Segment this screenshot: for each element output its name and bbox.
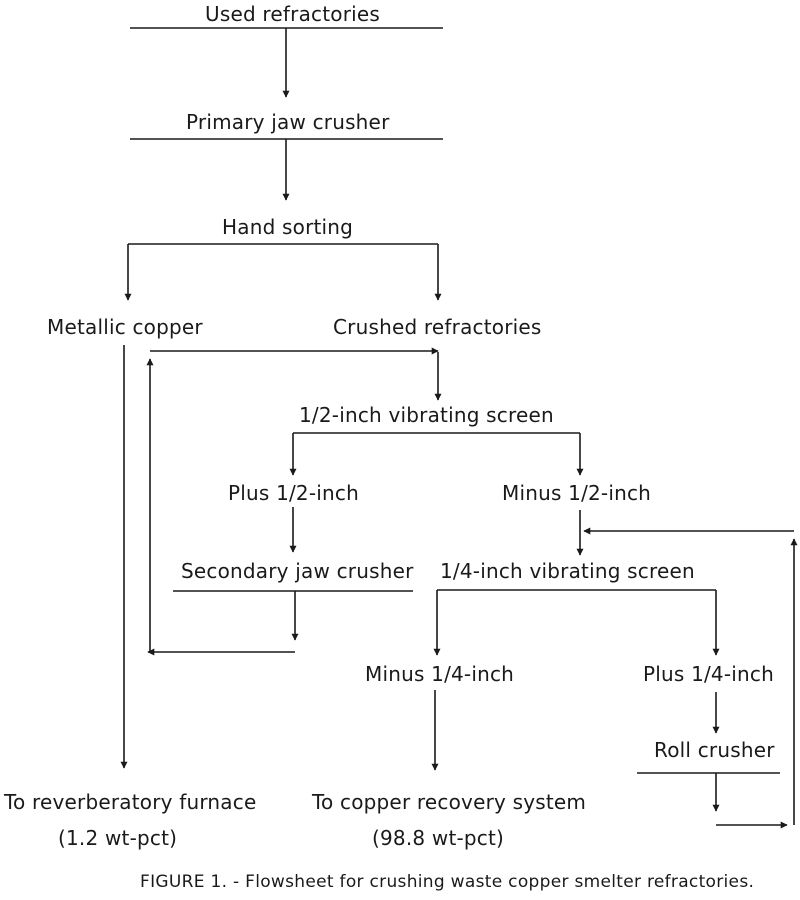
node-crushed-refractories: Crushed refractories (333, 315, 542, 339)
node-copper-recovery-pct: (98.8 wt-pct) (372, 826, 505, 850)
node-used-refractories: Used refractories (205, 2, 381, 26)
node-half-inch-screen: 1/2-inch vibrating screen (299, 403, 554, 427)
node-secondary-jaw-crusher: Secondary jaw crusher (181, 559, 414, 583)
node-minus-half-inch: Minus 1/2-inch (502, 481, 652, 505)
node-hand-sorting: Hand sorting (222, 215, 354, 239)
node-copper-recovery: To copper recovery system (312, 790, 587, 814)
node-minus-quarter-inch: Minus 1/4-inch (365, 662, 515, 686)
node-reverberatory-furnace: To reverberatory furnace (4, 790, 257, 814)
figure-caption: FIGURE 1. - Flowsheet for crushing waste… (140, 872, 755, 892)
node-roll-crusher: Roll crusher (654, 738, 775, 762)
node-reverberatory-furnace-pct: (1.2 wt-pct) (58, 826, 178, 850)
node-primary-jaw-crusher: Primary jaw crusher (186, 110, 390, 134)
node-plus-quarter-inch: Plus 1/4-inch (643, 662, 774, 686)
node-quarter-inch-screen: 1/4-inch vibrating screen (440, 559, 695, 583)
node-plus-half-inch: Plus 1/2-inch (228, 481, 359, 505)
node-metallic-copper: Metallic copper (47, 315, 203, 339)
